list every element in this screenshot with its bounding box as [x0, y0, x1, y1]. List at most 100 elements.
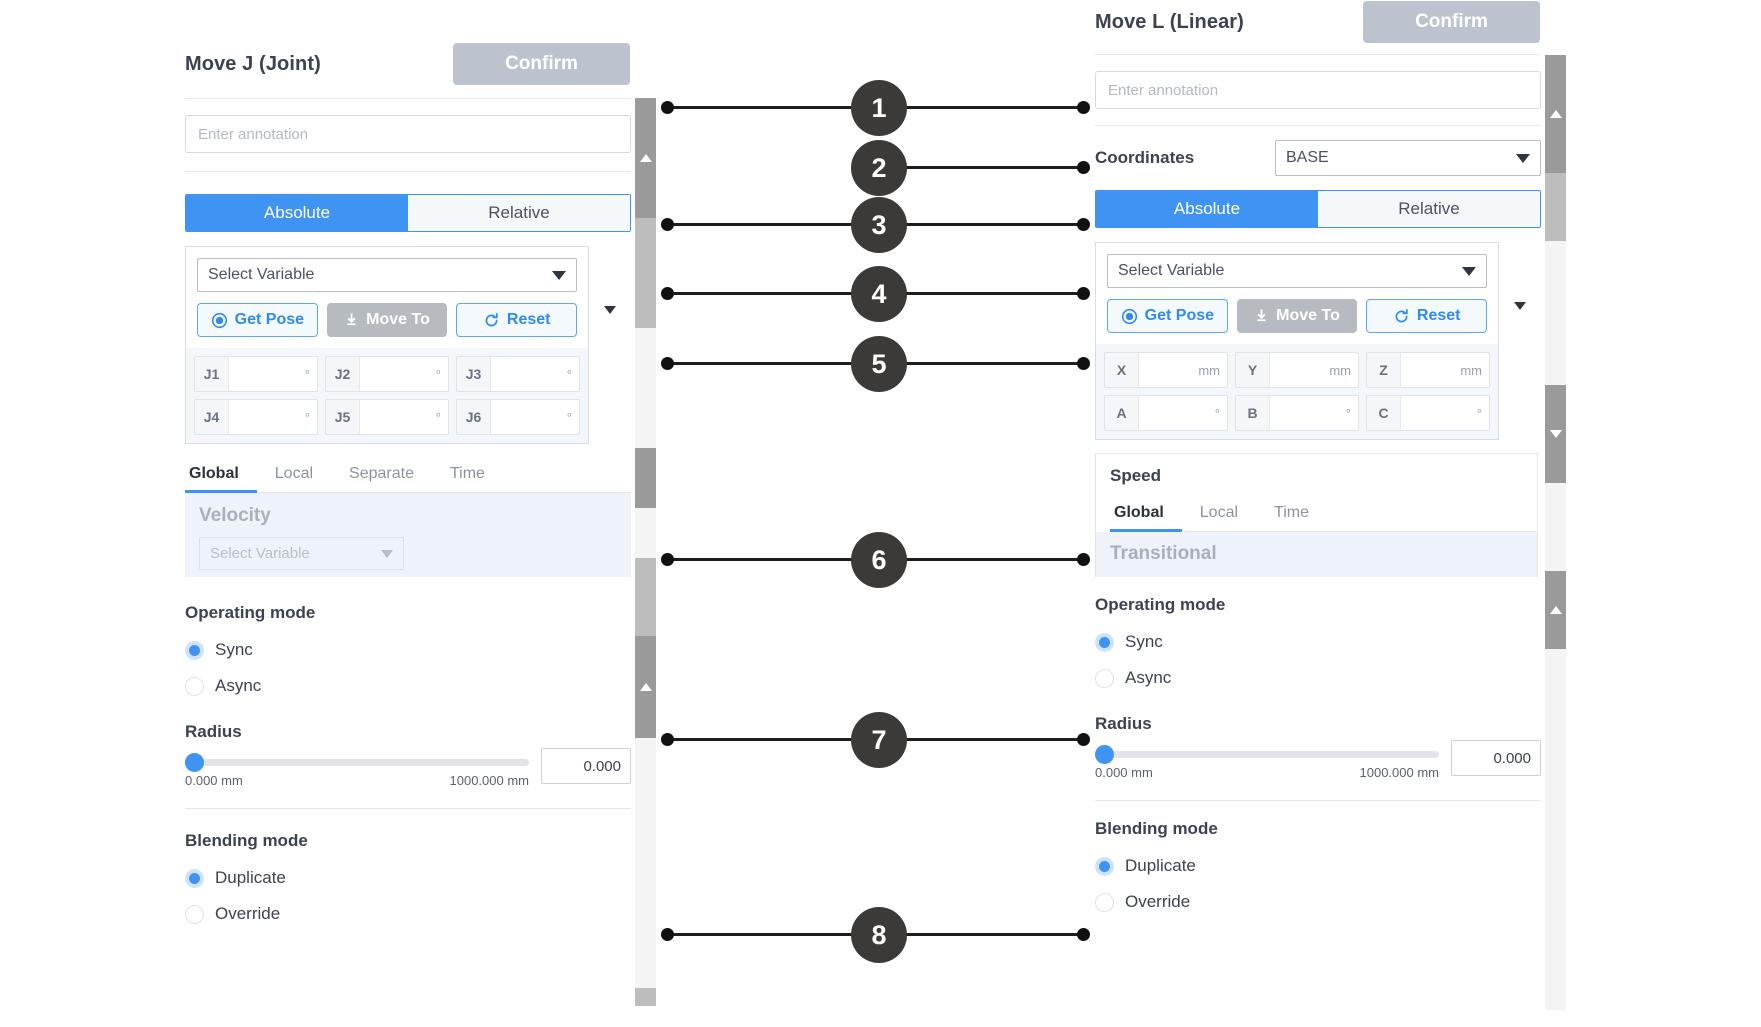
annotation-input[interactable] — [185, 115, 631, 153]
radius-slider-knob[interactable] — [1095, 745, 1114, 764]
radio-duplicate[interactable]: Duplicate — [1095, 856, 1541, 876]
mode-segmented-control: Absolute Relative — [1095, 190, 1541, 228]
radio-async[interactable]: Async — [1095, 668, 1541, 688]
tab-global[interactable]: Global — [1110, 495, 1182, 532]
reset-button[interactable]: Reset — [456, 303, 578, 337]
callout-dot — [1077, 287, 1090, 300]
radio-label: Sync — [1125, 632, 1163, 651]
callout-line — [900, 223, 1085, 226]
select-variable-dropdown[interactable]: Select Variable — [197, 258, 577, 292]
scrollbar-thumb[interactable] — [635, 448, 656, 508]
radius-slider-track[interactable] — [1095, 745, 1439, 764]
move-j-panel: Move J (Joint) Confirm Absolute Relative… — [185, 40, 631, 1000]
download-icon — [1257, 309, 1266, 322]
scrollbar-track[interactable] — [1545, 173, 1566, 241]
callout-line — [664, 106, 879, 109]
radius-slider-track[interactable] — [185, 753, 529, 772]
move-to-button[interactable]: Move To — [326, 303, 448, 337]
tab-local[interactable]: Local — [1199, 504, 1239, 521]
joint-field-j5[interactable]: J5 ° — [325, 399, 449, 435]
radius-value-input[interactable]: 0.000 — [541, 748, 631, 784]
pose-field-b[interactable]: B ° — [1235, 395, 1359, 431]
scrollbar-thumb[interactable] — [1545, 385, 1566, 483]
scrollbar-track[interactable] — [1545, 483, 1566, 571]
joint-field-j3[interactable]: J3 ° — [456, 356, 580, 392]
joint-field-j1[interactable]: J1 ° — [194, 356, 318, 392]
confirm-button[interactable]: Confirm — [1363, 1, 1540, 43]
tab-separate[interactable]: Separate — [349, 465, 414, 482]
tab-local[interactable]: Local — [274, 465, 314, 482]
pose-unit: ° — [1214, 405, 1220, 421]
chevron-down-icon — [381, 549, 393, 558]
radio-override[interactable]: Override — [1095, 892, 1541, 912]
pose-expand-column[interactable] — [1499, 242, 1541, 440]
get-pose-label: Get Pose — [1144, 307, 1215, 324]
move-to-label: Move To — [366, 311, 430, 328]
callout-line — [664, 738, 879, 741]
pose-field-z[interactable]: Z mm — [1366, 352, 1490, 388]
radius-slider-knob[interactable] — [185, 753, 204, 772]
move-to-button[interactable]: Move To — [1236, 299, 1358, 333]
chevron-down-icon — [1462, 266, 1476, 276]
callout-line — [664, 558, 879, 561]
radius-value-input[interactable]: 0.000 — [1451, 740, 1541, 776]
left-panel-scrollbar[interactable] — [635, 98, 656, 1006]
scrollbar-track[interactable] — [635, 508, 656, 558]
radio-sync[interactable]: Sync — [185, 640, 631, 660]
select-variable-dropdown[interactable]: Select Variable — [1107, 254, 1487, 288]
tab-absolute[interactable]: Absolute — [186, 195, 408, 231]
tab-time[interactable]: Time — [1274, 504, 1309, 521]
scrollbar-thumb[interactable] — [635, 98, 656, 218]
target-icon — [211, 312, 227, 328]
radio-async[interactable]: Async — [185, 676, 631, 696]
radio-label: Duplicate — [1125, 856, 1196, 875]
tab-relative[interactable]: Relative — [408, 195, 630, 231]
radio-icon-unselected — [1095, 892, 1114, 912]
tab-relative[interactable]: Relative — [1318, 191, 1540, 227]
pose-field-c[interactable]: C ° — [1366, 395, 1490, 431]
divider — [1095, 54, 1540, 55]
callout-line — [900, 106, 1085, 109]
confirm-button[interactable]: Confirm — [453, 43, 630, 85]
radio-override[interactable]: Override — [185, 904, 631, 924]
page-title: Move L (Linear) — [1095, 10, 1244, 33]
scrollbar-track[interactable] — [635, 738, 656, 988]
pose-field-a[interactable]: A ° — [1104, 395, 1228, 431]
joint-field-j6[interactable]: J6 ° — [456, 399, 580, 435]
annotation-input[interactable] — [1095, 71, 1541, 109]
radio-sync[interactable]: Sync — [1095, 632, 1541, 652]
pose-key: X — [1105, 353, 1139, 387]
callout-badge-6: 6 — [851, 532, 907, 588]
velocity-select-dropdown[interactable]: Select Variable — [199, 537, 404, 570]
scrollbar-track[interactable] — [1545, 649, 1566, 1010]
joint-field-j2[interactable]: J2 ° — [325, 356, 449, 392]
tab-global[interactable]: Global — [185, 456, 257, 493]
pose-key: Z — [1367, 353, 1401, 387]
pose-field-x[interactable]: X mm — [1104, 352, 1228, 388]
scrollbar-thumb[interactable] — [635, 636, 656, 738]
radio-label: Async — [215, 676, 262, 695]
scrollbar-thumb[interactable] — [1545, 571, 1566, 649]
coordinates-dropdown[interactable]: BASE — [1275, 140, 1541, 176]
velocity-select-value: Select Variable — [210, 545, 310, 562]
get-pose-button[interactable]: Get Pose — [197, 303, 318, 337]
radio-label: Override — [1125, 892, 1191, 911]
scrollbar-thumb[interactable] — [1545, 55, 1566, 173]
reset-button[interactable]: Reset — [1366, 299, 1488, 333]
pose-expand-column[interactable] — [589, 246, 631, 444]
scrollbar-track[interactable] — [1545, 241, 1566, 385]
scrollbar-track[interactable] — [635, 558, 656, 636]
pose-field-y[interactable]: Y mm — [1235, 352, 1359, 388]
chevron-down-icon — [1516, 153, 1530, 163]
tab-time[interactable]: Time — [449, 465, 485, 482]
scrollbar-track[interactable] — [635, 988, 656, 1006]
scrollbar-track[interactable] — [635, 218, 656, 328]
coordinates-value: BASE — [1286, 149, 1329, 166]
tab-absolute[interactable]: Absolute — [1096, 191, 1318, 227]
get-pose-button[interactable]: Get Pose — [1107, 299, 1228, 333]
callout-dot — [1077, 357, 1090, 370]
radio-duplicate[interactable]: Duplicate — [185, 868, 631, 888]
right-panel-scrollbar[interactable] — [1545, 55, 1566, 1010]
radio-icon-unselected — [185, 676, 204, 696]
joint-field-j4[interactable]: J4 ° — [194, 399, 318, 435]
